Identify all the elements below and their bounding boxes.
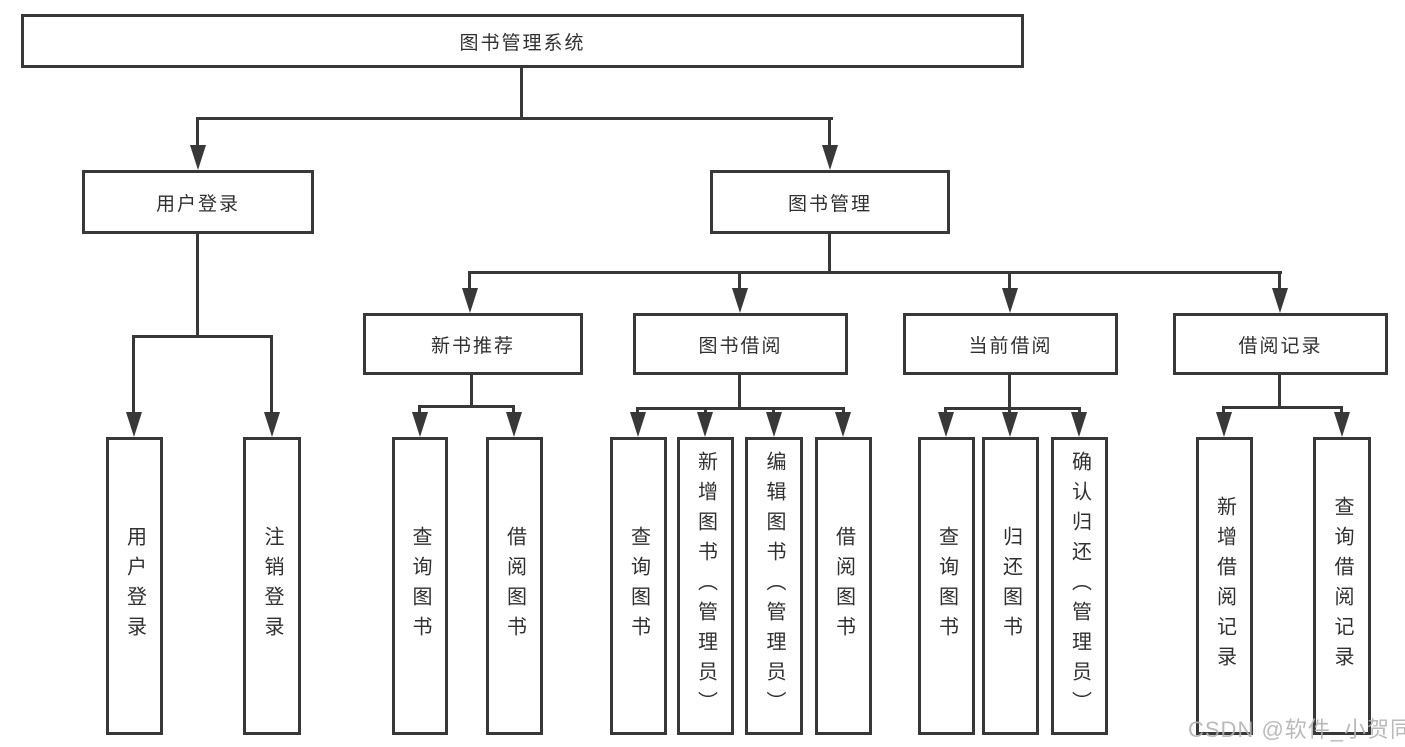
- connector-line: [1222, 406, 1225, 414]
- connector-line: [470, 375, 473, 405]
- connector-line: [132, 335, 135, 414]
- leaf-edit-books-admin: 编辑图书（管理员）: [745, 437, 803, 735]
- connector-line: [1278, 271, 1281, 290]
- node-label: 新书推荐: [430, 335, 515, 357]
- connector-line: [637, 407, 844, 410]
- node-new-book-recommend: 新书推荐: [363, 313, 583, 375]
- connector-line: [196, 117, 199, 147]
- connector-line: [468, 271, 1282, 274]
- connector-line: [418, 405, 421, 414]
- connector-line: [1008, 271, 1011, 290]
- leaf-query-borrow-record: 查询借阅记录: [1313, 437, 1371, 735]
- arrow-down-icon: [462, 288, 478, 313]
- connector-line: [1008, 375, 1011, 407]
- node-label: 编辑图书（管理员）: [763, 451, 785, 721]
- node-label: 查询借阅记录: [1331, 496, 1353, 676]
- arrow-down-icon: [938, 412, 954, 437]
- leaf-query-books-current: 查询图书: [918, 437, 975, 735]
- arrow-down-icon: [1272, 288, 1288, 313]
- arrow-down-icon: [412, 412, 428, 437]
- node-label: 注销登录: [261, 526, 283, 646]
- csdn-watermark: CSDN @软件_小贺同学: [1188, 717, 1405, 742]
- node-label: 新增图书（管理员）: [694, 451, 717, 721]
- leaf-add-books-admin: 新增图书（管理员）: [677, 437, 734, 735]
- node-label: 新增借阅记录: [1213, 496, 1236, 676]
- connector-line: [512, 405, 515, 414]
- node-label: 借阅图书: [832, 526, 855, 646]
- node-label: 确认归还（管理员）: [1068, 451, 1091, 721]
- connector-line: [828, 117, 831, 147]
- node-label: 用户登录: [155, 193, 240, 215]
- leaf-logout: 注销登录: [243, 437, 301, 735]
- leaf-add-borrow-record: 新增借阅记录: [1196, 437, 1253, 735]
- arrow-down-icon: [732, 288, 748, 313]
- leaf-borrow-books: 借阅图书: [815, 437, 872, 735]
- arrow-down-icon: [1002, 412, 1018, 437]
- arrow-down-icon: [1216, 412, 1232, 437]
- connector-line: [133, 335, 273, 338]
- node-book-management: 图书管理: [710, 170, 950, 234]
- arrow-down-icon: [835, 412, 851, 437]
- node-borrow-records: 借阅记录: [1173, 313, 1388, 375]
- connector-line: [197, 117, 833, 120]
- connector-line: [418, 405, 515, 408]
- connector-line: [520, 68, 523, 117]
- leaf-borrow-books-recommend: 借阅图书: [486, 437, 543, 735]
- node-book-borrow: 图书借阅: [633, 313, 848, 375]
- node-label: 图书管理系统: [459, 32, 586, 54]
- connector-line: [828, 234, 831, 271]
- arrow-down-icon: [822, 145, 838, 170]
- node-label: 查询图书: [409, 526, 431, 646]
- node-label: 图书管理: [787, 193, 872, 215]
- arrow-down-icon: [697, 412, 713, 437]
- connector-line: [842, 407, 845, 414]
- arrow-down-icon: [1071, 412, 1087, 437]
- node-root: 图书管理系统: [21, 14, 1024, 68]
- connector-line: [704, 407, 707, 414]
- connector-line: [468, 271, 471, 290]
- connector-line: [944, 407, 947, 414]
- arrow-down-icon: [264, 412, 280, 437]
- node-label: 查询图书: [627, 526, 650, 646]
- arrow-down-icon: [630, 412, 646, 437]
- arrow-down-icon: [506, 412, 522, 437]
- node-label: 归还图书: [999, 526, 1022, 646]
- arrow-down-icon: [1002, 288, 1018, 313]
- connector-line: [772, 407, 775, 414]
- connector-line: [270, 335, 273, 414]
- leaf-confirm-return-admin: 确认归还（管理员）: [1051, 437, 1108, 735]
- node-current-borrow: 当前借阅: [903, 313, 1118, 375]
- leaf-return-books: 归还图书: [982, 437, 1039, 735]
- node-label: 借阅图书: [503, 526, 526, 646]
- connector-line: [1008, 407, 1011, 414]
- arrow-down-icon: [126, 412, 142, 437]
- leaf-user-login: 用户登录: [106, 437, 163, 735]
- connector-line: [738, 375, 741, 407]
- connector-line: [738, 271, 741, 290]
- connector-line: [1340, 406, 1343, 414]
- node-label: 查询图书: [935, 526, 958, 646]
- connector-line: [636, 407, 639, 414]
- node-label: 用户登录: [123, 526, 146, 646]
- connector-line: [1278, 375, 1281, 406]
- arrow-down-icon: [1334, 412, 1350, 437]
- leaf-query-books-recommend: 查询图书: [392, 437, 448, 735]
- connector-line: [196, 234, 199, 335]
- connector-line: [1078, 407, 1081, 414]
- arrow-down-icon: [766, 412, 782, 437]
- node-label: 借阅记录: [1238, 335, 1323, 357]
- arrow-down-icon: [190, 145, 206, 170]
- node-user-login: 用户登录: [82, 170, 314, 234]
- node-label: 当前借阅: [968, 335, 1053, 357]
- leaf-query-books-borrow: 查询图书: [610, 437, 667, 735]
- connector-line: [1223, 406, 1343, 409]
- connector-line: [945, 407, 1081, 410]
- node-label: 图书借阅: [698, 335, 783, 357]
